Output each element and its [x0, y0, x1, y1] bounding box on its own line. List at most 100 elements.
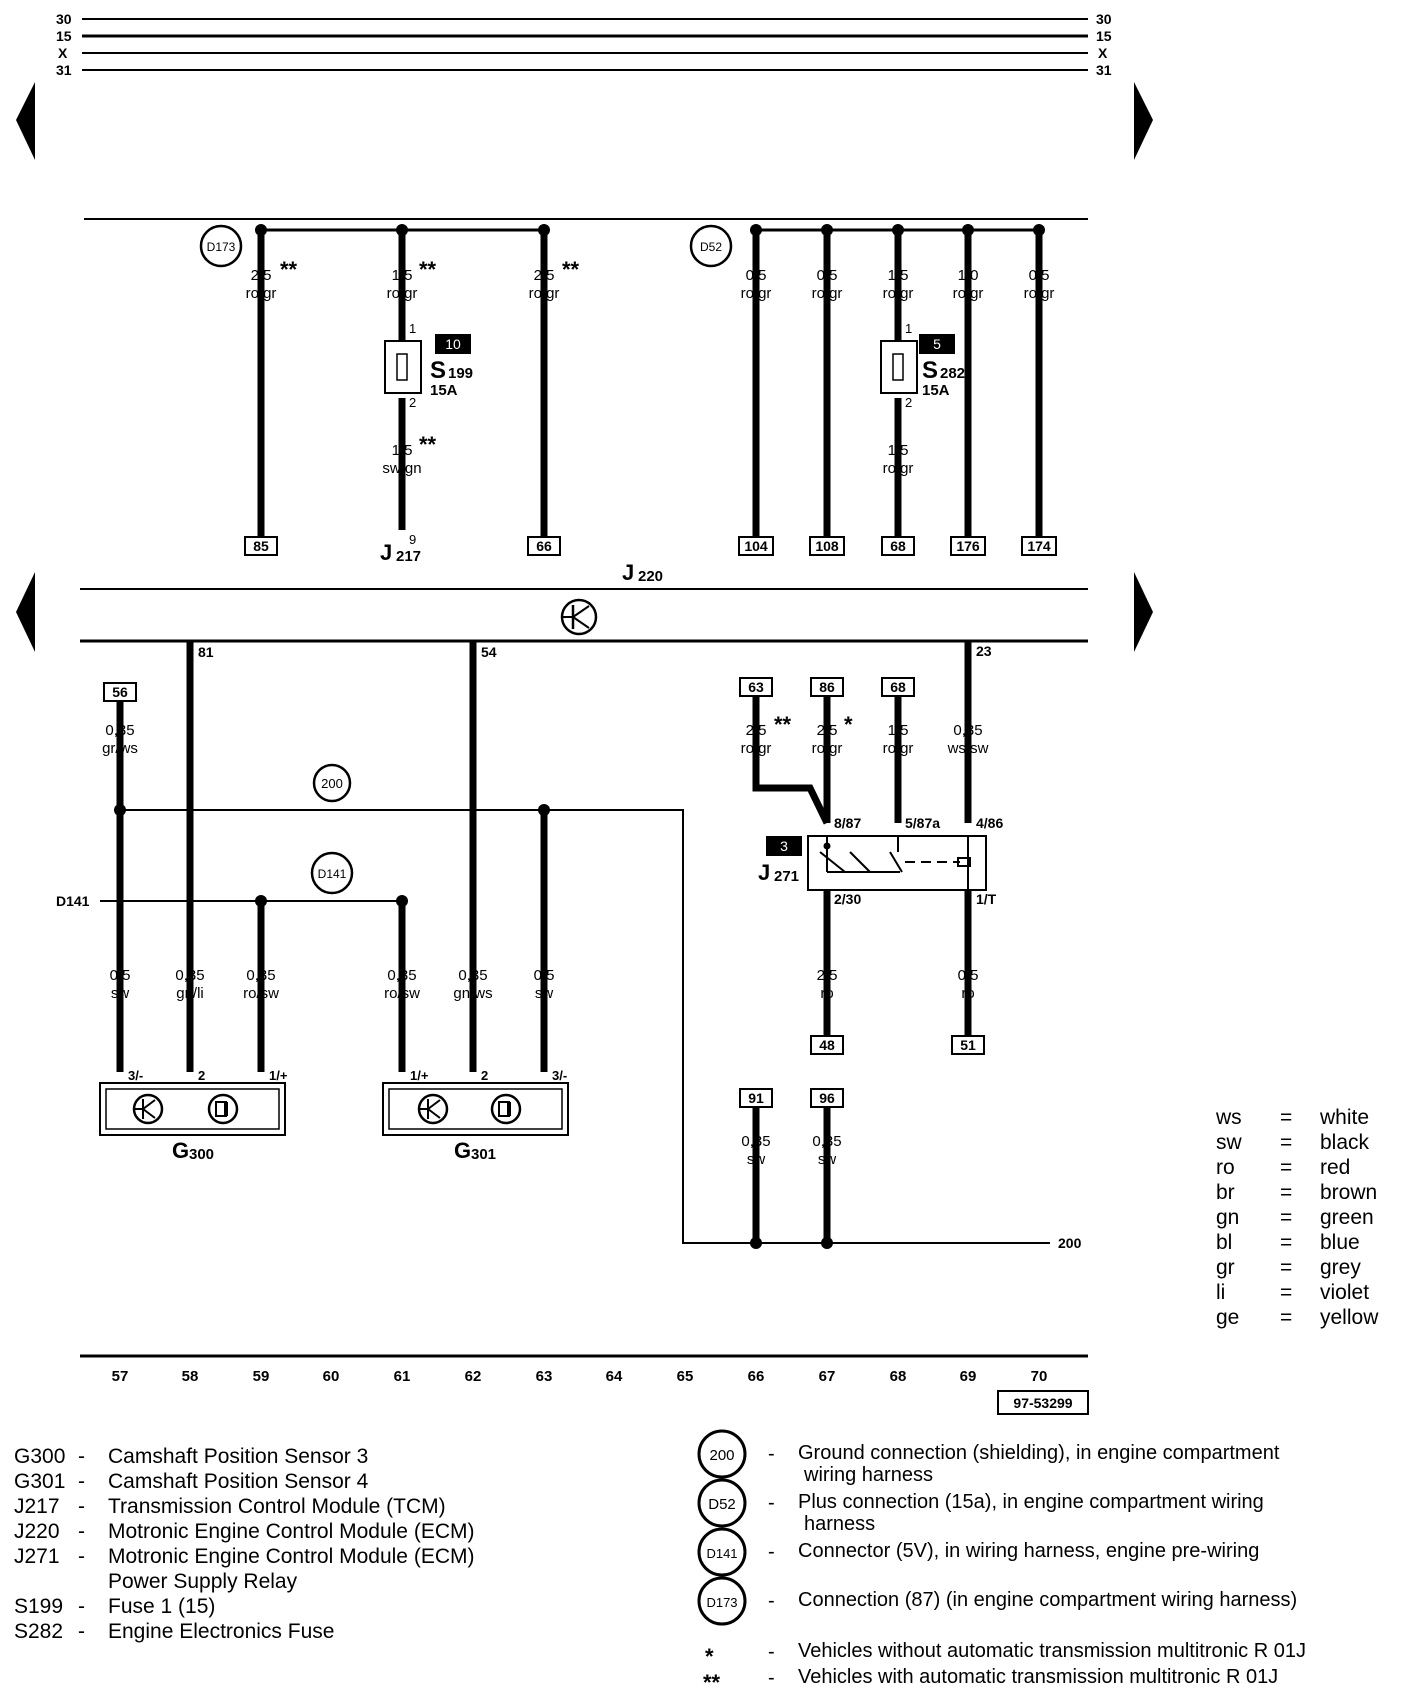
- prev-page-arrow-icon-lower[interactable]: [16, 572, 35, 652]
- ground-200-end-label: 200: [1058, 1235, 1082, 1251]
- junction-dot: [1033, 224, 1045, 236]
- fuse-s199-body: [384, 340, 422, 394]
- component-legend-row: G300-Camshaft Position Sensor 3: [14, 1444, 369, 1468]
- wire-color: ro/gr: [883, 285, 914, 302]
- terminal-label: 104: [744, 538, 768, 554]
- wire-color: ro/gr: [812, 285, 843, 302]
- legend-dash: -: [768, 1443, 775, 1465]
- wire-color: sw: [747, 1151, 766, 1168]
- fuse-s199-element: [396, 353, 408, 381]
- sensor-g301: [382, 1082, 569, 1136]
- bus-label-right-15: 15: [1096, 28, 1112, 44]
- wire-size: 2,5: [251, 267, 272, 284]
- junction-dot: [396, 224, 408, 236]
- color-key-row: li=violet: [1216, 1280, 1370, 1304]
- j217-label: J: [380, 540, 392, 565]
- terminal-label: 51: [960, 1037, 976, 1053]
- fuse-s199-rating: 15A: [430, 382, 458, 399]
- terminal-box: [881, 536, 915, 556]
- track-number: 57: [112, 1368, 129, 1385]
- next-page-arrow-icon[interactable]: [1134, 82, 1153, 160]
- wire-size: 2,5: [817, 967, 838, 984]
- hall-sensor-icon: [132, 1093, 164, 1125]
- connector-d141-symbol: [310, 851, 354, 895]
- wire-size: 1,5: [888, 267, 909, 284]
- fuse-s199-subscript: 199: [448, 365, 473, 382]
- j220-subscript: 220: [638, 568, 663, 585]
- bus-label-right-30: 30: [1096, 11, 1112, 27]
- wire-color: ro/gr: [883, 740, 914, 757]
- fuse-s199-badge: [435, 334, 471, 354]
- wire-size: 2,5: [534, 267, 555, 284]
- g301-subscript: 301: [471, 1146, 496, 1163]
- legend-symbol-d173-circle: [697, 1576, 747, 1626]
- junction-dot: [255, 224, 267, 236]
- hall-sensor-icon: [417, 1093, 449, 1125]
- junction-dot: [538, 804, 550, 816]
- component-legend-row: Power Supply Relay: [108, 1569, 298, 1593]
- wire-size: 2,5: [746, 722, 767, 739]
- legend-desc: harness: [804, 1513, 875, 1535]
- relay-pin: 2/30: [834, 891, 861, 907]
- fuse-s282-body: [880, 340, 918, 394]
- next-page-arrow-icon-lower[interactable]: [1134, 572, 1153, 652]
- ground-200-label: 200: [321, 776, 343, 791]
- wire-color: gr/ws: [102, 740, 138, 757]
- wire-size: 1,5: [888, 722, 909, 739]
- fuse-s282-rating: 15A: [922, 382, 950, 399]
- g301-pin: 3/-: [552, 1068, 567, 1083]
- terminal-label: 86: [819, 679, 835, 695]
- fuse-s282-pin-out: 2: [905, 395, 912, 410]
- fuse-s282-badge: [919, 334, 955, 354]
- component-legend-row: G301-Camshaft Position Sensor 4: [14, 1469, 369, 1493]
- wire-color: ro/gr: [953, 285, 984, 302]
- j217-subscript: 217: [396, 548, 421, 565]
- ground-d173-symbol: [199, 224, 243, 268]
- junction-dot: [750, 224, 762, 236]
- wire-color: ro/gr: [741, 285, 772, 302]
- relay-j271-badge-text: 3: [780, 838, 788, 854]
- plus-d52-symbol: [689, 224, 733, 268]
- color-key-row: gr=grey: [1216, 1255, 1361, 1279]
- g300-subscript: 300: [189, 1146, 214, 1163]
- terminal-label: 176: [956, 538, 980, 554]
- color-key-row: ws=white: [1216, 1105, 1370, 1129]
- fuse-s199-pin-in: 1: [409, 321, 416, 336]
- wire-color: ro/gr: [883, 460, 914, 477]
- bus-label-left-x: X: [58, 45, 68, 61]
- fuse-s282-pin-in: 1: [905, 321, 912, 336]
- track-number: 58: [182, 1368, 199, 1385]
- wire-color: ro/gr: [246, 285, 277, 302]
- color-key-row: bl=blue: [1216, 1230, 1360, 1254]
- prev-page-arrow-icon[interactable]: [16, 82, 35, 160]
- ecm-pin-81: 81: [198, 644, 214, 660]
- wire-size: 2,5: [817, 722, 838, 739]
- terminal-label: 85: [253, 538, 269, 554]
- fuse-s282-subscript: 282: [940, 365, 965, 382]
- component-legend-row: S282-Engine Electronics Fuse: [14, 1619, 335, 1643]
- g300-pin: 1/+: [269, 1068, 288, 1083]
- junction-dot: [750, 1237, 762, 1249]
- sender-wheel-icon: [207, 1093, 239, 1125]
- track-number: 60: [323, 1368, 340, 1385]
- legend-dash: -: [768, 1641, 775, 1663]
- terminal-box: [810, 1035, 844, 1055]
- terminal-label: 91: [748, 1090, 764, 1106]
- track-number: 63: [536, 1368, 553, 1385]
- wire-color: ro: [820, 985, 833, 1002]
- footnote-marker: **: [419, 257, 437, 282]
- wire-color: gn/ws: [453, 985, 492, 1002]
- footnote-marker: **: [280, 257, 298, 282]
- fuse-s282-label: S: [922, 357, 938, 384]
- wire-color: sw: [111, 985, 130, 1002]
- wire-size: 0,35: [812, 1133, 841, 1150]
- bus-label-left-30: 30: [56, 11, 72, 27]
- wire-size: 0,5: [534, 967, 555, 984]
- component-legend-row: J217-Transmission Control Module (TCM): [14, 1494, 446, 1518]
- terminal-box: [738, 536, 774, 556]
- color-key-row: sw=black: [1216, 1130, 1370, 1154]
- wire-size: 1,5: [392, 267, 413, 284]
- ecm-pin-23: 23: [976, 643, 992, 659]
- terminal-box: [527, 536, 561, 556]
- wire-color: sw: [535, 985, 554, 1002]
